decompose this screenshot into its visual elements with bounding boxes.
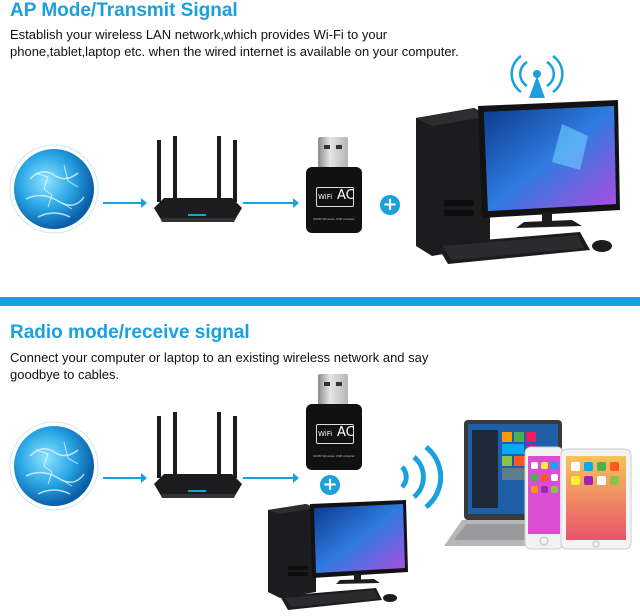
globe-icon bbox=[9, 144, 99, 234]
tablet bbox=[560, 448, 632, 550]
desktop-computer bbox=[416, 100, 620, 264]
usb-connector bbox=[318, 137, 348, 169]
section-divider bbox=[0, 297, 640, 306]
plus-icon: + bbox=[320, 475, 340, 495]
globe-icon bbox=[9, 421, 99, 511]
desktop-computer bbox=[268, 500, 408, 610]
usb-wifi-adapter: WiFi AC 600M Wireless USB Adapter bbox=[304, 374, 364, 470]
ac-badge: AC bbox=[337, 188, 355, 203]
arrow-right-icon bbox=[103, 473, 147, 483]
arrow-right-icon bbox=[243, 198, 299, 208]
plus-icon: + bbox=[380, 195, 400, 215]
wifi-waves-icon bbox=[400, 445, 444, 509]
arrow-right-icon bbox=[103, 198, 147, 208]
usb-wifi-adapter: WiFi AC 600M Wireless USB Adapter bbox=[304, 137, 364, 233]
router-icon bbox=[154, 136, 242, 222]
smartphone bbox=[524, 446, 564, 550]
router-icon bbox=[154, 412, 242, 498]
adapter-body: WiFi AC 600M Wireless USB Adapter bbox=[306, 167, 362, 233]
ap-mode-title: AP Mode/Transmit Signal bbox=[10, 0, 238, 21]
adapter-caption: 600M Wireless USB Adapter bbox=[313, 454, 355, 458]
antenna-signal-icon bbox=[510, 54, 564, 98]
adapter-caption: 600M Wireless USB Adapter bbox=[313, 217, 355, 221]
usb-connector bbox=[318, 374, 348, 406]
wifi-badge: WiFi bbox=[318, 430, 333, 438]
ap-mode-description: Establish your wireless LAN network,whic… bbox=[10, 27, 459, 59]
radio-mode-description: Connect your computer or laptop to an ex… bbox=[10, 350, 429, 382]
radio-mode-title: Radio mode/receive signal bbox=[10, 322, 250, 343]
adapter-body: WiFi AC 600M Wireless USB Adapter bbox=[306, 404, 362, 470]
arrow-right-icon bbox=[243, 473, 299, 483]
ac-badge: AC bbox=[337, 425, 355, 440]
wifi-badge: WiFi bbox=[318, 193, 333, 201]
